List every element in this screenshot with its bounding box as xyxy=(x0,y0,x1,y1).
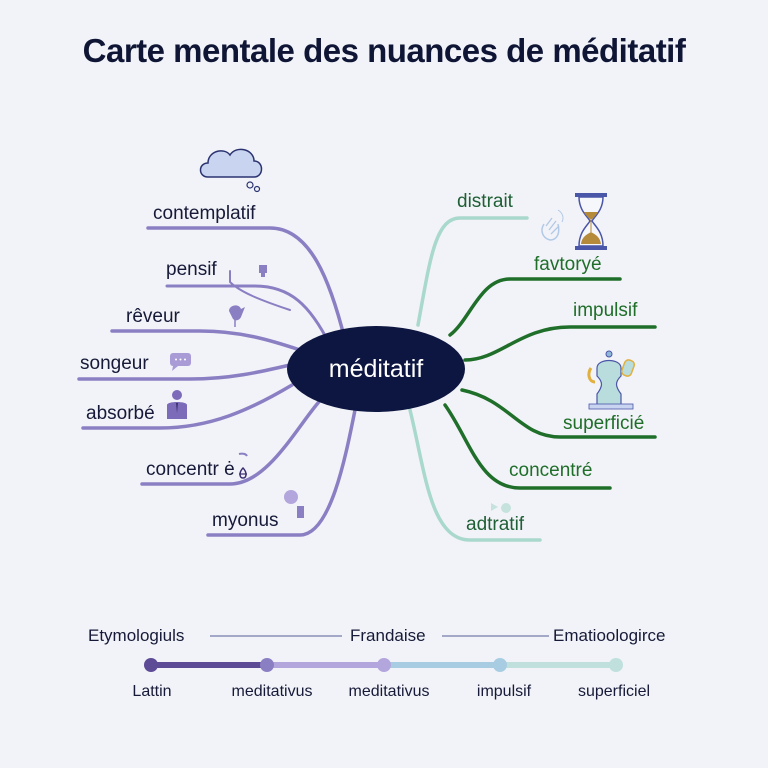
node-label-distrait[interactable]: distrait xyxy=(457,191,513,212)
branch-reveur xyxy=(110,329,302,352)
etymology-point-label: impulsif xyxy=(476,683,532,700)
branch-absorbe xyxy=(81,383,294,430)
person-icon xyxy=(167,390,187,419)
node-label-adtratif[interactable]: adtratif xyxy=(466,514,525,535)
branch-pensif xyxy=(165,284,332,347)
bird-icon xyxy=(229,305,245,327)
node-label-concentr[interactable]: concentr ė xyxy=(146,459,235,480)
hand-wave-icon xyxy=(541,209,564,241)
center-node[interactable]: méditatif xyxy=(287,326,465,412)
etymology-point-label: Lattin xyxy=(132,683,172,700)
droplet-icon xyxy=(238,452,248,479)
branch-myonus xyxy=(206,408,357,537)
branch-superficie xyxy=(460,388,657,439)
etymology-header-2: Frandaise xyxy=(350,626,426,645)
node-label-superficie[interactable]: superficié xyxy=(563,413,645,434)
etymology-timeline xyxy=(144,635,623,672)
node-label-concentre[interactable]: concentré xyxy=(509,460,593,481)
branch-concentre-left xyxy=(140,393,327,486)
node-label-contemplatif[interactable]: contemplatif xyxy=(153,203,256,224)
branch-favtorye xyxy=(448,277,622,337)
node-label-impulsif[interactable]: impulsif xyxy=(573,300,638,321)
branch-impulsif xyxy=(463,325,657,362)
branch-songeur xyxy=(77,363,292,381)
etymology-header-1: Etymologiuls xyxy=(88,626,185,645)
small-device-icon xyxy=(259,265,267,277)
page-title: Carte mentale des nuances de méditatif xyxy=(82,32,686,69)
robot-figure-icon xyxy=(587,350,636,410)
node-label-myonus[interactable]: myonus xyxy=(212,510,279,531)
branch-adtratif xyxy=(408,408,542,542)
branch-concentre-right xyxy=(443,403,612,490)
person-reading-icon xyxy=(284,490,304,518)
etymology-point-label: meditativus xyxy=(348,683,430,700)
thought-cloud-icon xyxy=(199,148,263,193)
node-label-songeur[interactable]: songeur xyxy=(80,353,149,374)
node-label-absorbe[interactable]: absorbé xyxy=(86,403,155,424)
branch-pensif-sub xyxy=(229,270,291,311)
branch-distrait xyxy=(416,216,529,327)
speech-bubble-icon xyxy=(170,353,191,371)
node-label-favtorye[interactable]: favtoryé xyxy=(534,254,602,275)
etymology-header-3: Ematioologirce xyxy=(553,626,666,645)
small-shapes-icon xyxy=(491,503,511,513)
branch-contemplatif xyxy=(146,226,347,342)
node-label-pensif[interactable]: pensif xyxy=(166,259,217,280)
node-label-reveur[interactable]: rêveur xyxy=(126,306,180,327)
center-node-label: méditatif xyxy=(328,354,424,383)
hourglass-icon xyxy=(575,193,607,250)
etymology-point-label: superficiel xyxy=(577,683,651,700)
etymology-point-label: meditativus xyxy=(231,683,313,700)
